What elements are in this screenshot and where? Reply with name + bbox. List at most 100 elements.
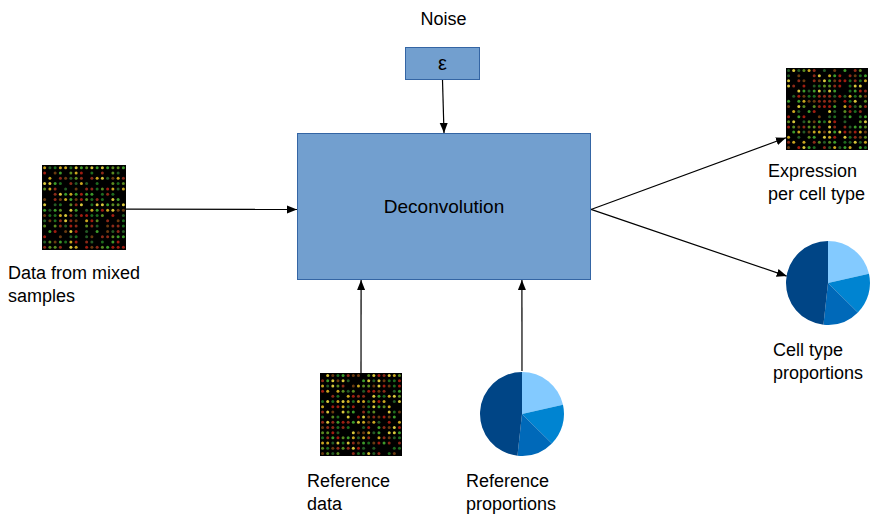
array-spot — [59, 182, 62, 185]
array-spot — [849, 146, 852, 149]
array-spot — [818, 79, 821, 82]
array-spot — [80, 182, 83, 185]
array-spot — [54, 187, 57, 190]
array-spot — [802, 141, 805, 144]
array-spot — [864, 74, 867, 77]
array-spot — [864, 136, 867, 139]
array-spot — [372, 405, 375, 408]
array-spot — [90, 203, 93, 206]
array-spot — [43, 225, 46, 228]
array-spot — [823, 120, 826, 123]
array-spot — [331, 452, 334, 455]
array-spot — [117, 198, 120, 201]
array-spot — [864, 100, 867, 103]
array-spot — [43, 187, 46, 190]
array-spot — [383, 436, 386, 439]
array-spot — [90, 187, 93, 190]
array-spot — [388, 421, 391, 424]
array-spot — [59, 225, 62, 228]
array-spot — [357, 416, 360, 419]
array-spot — [859, 120, 862, 123]
array-spot — [859, 90, 862, 93]
array-spot — [117, 166, 120, 169]
array-spot — [849, 131, 852, 134]
array-spot — [321, 442, 324, 445]
array-spot — [859, 110, 862, 113]
array-spot — [54, 182, 57, 185]
array-spot — [828, 141, 831, 144]
array-spot — [388, 436, 391, 439]
array-spot — [787, 120, 790, 123]
array-spot — [377, 452, 380, 455]
array-spot — [859, 146, 862, 149]
array-spot — [864, 146, 867, 149]
array-spot — [69, 182, 72, 185]
array-spot — [808, 100, 811, 103]
array-spot — [90, 177, 93, 180]
array-spot — [787, 84, 790, 87]
array-spot — [787, 125, 790, 128]
array-spot — [377, 442, 380, 445]
array-spot — [818, 90, 821, 93]
array-spot — [859, 84, 862, 87]
array-spot — [398, 426, 401, 429]
array-spot — [864, 90, 867, 93]
array-spot — [372, 390, 375, 393]
array-spot — [393, 379, 396, 382]
array-spot — [59, 235, 62, 238]
array-spot — [797, 136, 800, 139]
array-spot — [828, 95, 831, 98]
array-spot — [383, 416, 386, 419]
array-spot — [797, 131, 800, 134]
array-spot — [802, 120, 805, 123]
array-spot — [347, 379, 350, 382]
array-spot — [321, 436, 324, 439]
array-spot — [823, 136, 826, 139]
array-spot — [90, 246, 93, 249]
array-spot — [122, 214, 125, 217]
array-spot — [823, 105, 826, 108]
array-spot — [357, 436, 360, 439]
pie-slice — [480, 372, 522, 456]
array-spot — [75, 241, 78, 244]
array-spot — [48, 214, 51, 217]
array-spot — [75, 187, 78, 190]
array-spot — [336, 436, 339, 439]
array-spot — [797, 125, 800, 128]
array-spot — [833, 100, 836, 103]
array-spot — [101, 246, 104, 249]
array-spot — [833, 115, 836, 118]
array-spot — [787, 146, 790, 149]
array-spot — [792, 69, 795, 72]
array-spot — [54, 193, 57, 196]
array-spot — [818, 105, 821, 108]
array-spot — [818, 125, 821, 128]
array-spot — [69, 235, 72, 238]
array-spot — [367, 374, 370, 377]
array-spot — [321, 421, 324, 424]
array-spot — [64, 177, 67, 180]
image-caption: Expression per cell type — [768, 160, 886, 207]
array-spot — [859, 95, 862, 98]
array-spot — [362, 384, 365, 387]
array-spot — [336, 374, 339, 377]
array-spot — [326, 431, 329, 434]
array-spot — [813, 95, 816, 98]
array-spot — [59, 246, 62, 249]
pie-chart — [785, 240, 871, 326]
array-spot — [336, 405, 339, 408]
array-spot — [352, 447, 355, 450]
array-spot — [352, 421, 355, 424]
array-spot — [64, 230, 67, 233]
array-spot — [823, 141, 826, 144]
array-spot — [336, 395, 339, 398]
array-spot — [393, 447, 396, 450]
array-spot — [864, 141, 867, 144]
array-spot — [96, 203, 99, 206]
array-spot — [90, 235, 93, 238]
array-spot — [321, 426, 324, 429]
array-spot — [347, 442, 350, 445]
array-spot — [85, 166, 88, 169]
array-spot — [854, 74, 857, 77]
